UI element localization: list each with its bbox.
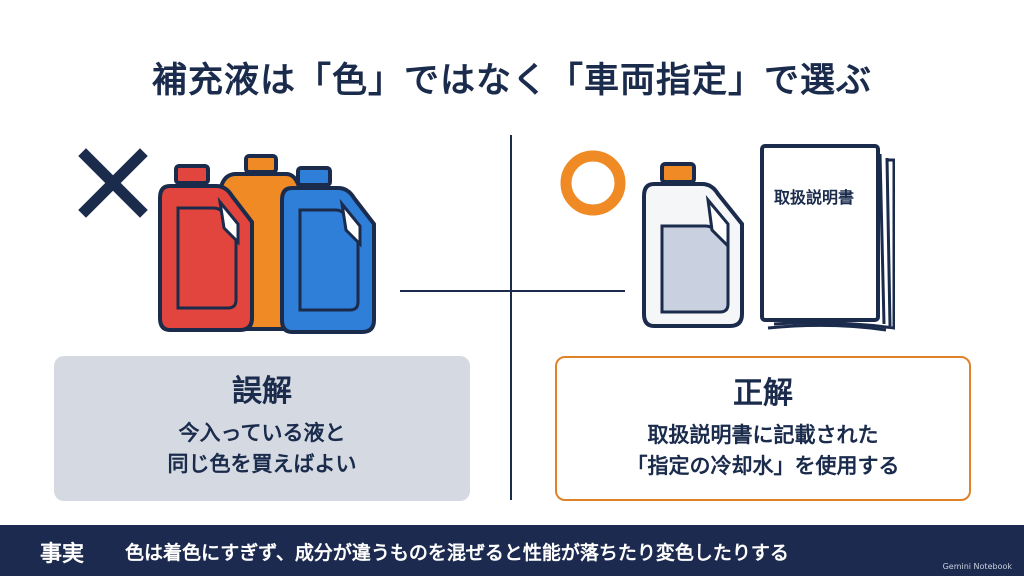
fact-text: 色は着色にすぎず、成分が違うものを混ぜると性能が落ちたり変色したりする <box>125 542 789 564</box>
cross-mark-icon <box>78 148 148 218</box>
vertical-divider <box>510 135 512 500</box>
manual-book-icon <box>760 144 895 332</box>
misconception-card: 誤解 今入っている液と 同じ色を買えばよい <box>54 356 470 501</box>
blue-bottle-icon <box>280 166 376 334</box>
white-bottle-icon <box>642 162 744 328</box>
correct-heading: 正解 <box>733 376 793 411</box>
fact-label: 事実 <box>40 542 85 567</box>
colored-bottles-illustration <box>158 154 376 334</box>
misconception-line-1: 今入っている液と <box>178 421 346 445</box>
page-title: 補充液は「色」ではなく「車両指定」で選ぶ <box>151 61 872 101</box>
correct-line-2: 「指定の冷却水」を使用する <box>626 454 900 478</box>
misconception-line-2: 同じ色を買えばよい <box>167 452 357 476</box>
horizontal-divider <box>400 290 625 292</box>
misconception-heading: 誤解 <box>232 374 292 409</box>
manual-title: 取扱説明書 <box>773 188 854 207</box>
watermark: Gemini Notebook <box>942 562 1012 571</box>
fact-footer-bar: 事実 色は着色にすぎず、成分が違うものを混ぜると性能が落ちたり変色したりする G… <box>0 525 1024 576</box>
red-bottle-icon <box>158 164 254 332</box>
circle-mark-icon <box>560 150 626 216</box>
correct-answer-card: 正解 取扱説明書に記載された 「指定の冷却水」を使用する <box>555 356 971 501</box>
correct-line-1: 取扱説明書に記載された <box>647 423 879 447</box>
